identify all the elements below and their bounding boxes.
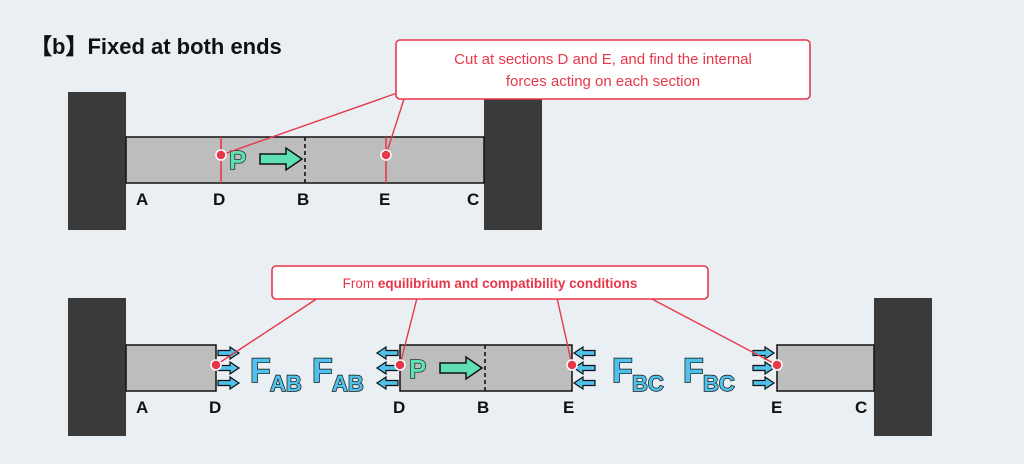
svg-text:F: F bbox=[312, 352, 333, 390]
label-d-bottom-left: D bbox=[209, 398, 221, 417]
section-e-right-marker bbox=[771, 359, 783, 371]
right-wall-bottom bbox=[874, 298, 932, 436]
top-diagram: P A D B E C Cut at sections D and E, and… bbox=[68, 39, 811, 230]
bottom-diagram: P F AB F bbox=[68, 265, 932, 436]
segment-ec bbox=[776, 344, 875, 392]
label-c-top: C bbox=[467, 190, 479, 209]
label-a-bottom: A bbox=[136, 398, 148, 417]
leader-bottom-d-left bbox=[215, 297, 319, 366]
force-arrows-e-mid bbox=[573, 346, 596, 390]
callout-bottom-bold: equilibrium and compatibility conditions bbox=[378, 276, 638, 291]
label-a-top: A bbox=[136, 190, 148, 209]
right-wall-top bbox=[484, 92, 542, 230]
svg-text:AB: AB bbox=[332, 371, 364, 396]
svg-text:F: F bbox=[683, 352, 704, 390]
svg-text:BC: BC bbox=[703, 371, 735, 396]
callout-top-line2: forces acting on each section bbox=[506, 73, 700, 90]
section-e-mid-marker bbox=[566, 359, 578, 371]
force-arrows-d-mid bbox=[376, 346, 399, 390]
load-label-top: P bbox=[229, 145, 246, 175]
callout-bottom-text: From equilibrium and compatibility condi… bbox=[343, 276, 638, 291]
callout-top-line1: Cut at sections D and E, and find the in… bbox=[454, 51, 752, 68]
diagram-title: 【b】Fixed at both ends bbox=[30, 34, 282, 59]
label-e-bottom-mid: E bbox=[563, 398, 574, 417]
callout-bottom-box bbox=[271, 265, 709, 300]
section-d-left-marker bbox=[210, 359, 222, 371]
leader-bottom-e-right bbox=[649, 297, 778, 366]
segment-ad bbox=[125, 344, 217, 392]
section-d-marker bbox=[215, 149, 227, 161]
force-label-fab-right: F AB bbox=[311, 351, 364, 396]
callout-bottom-prefix: From bbox=[343, 276, 378, 291]
label-b-top: B bbox=[297, 190, 309, 209]
section-e-marker bbox=[380, 149, 392, 161]
left-wall-bottom bbox=[68, 298, 126, 436]
callout-top-box bbox=[395, 39, 811, 100]
leader-line-e bbox=[385, 98, 405, 156]
segment-de bbox=[399, 344, 573, 392]
label-b-bottom: B bbox=[477, 398, 489, 417]
leader-bottom-d-mid bbox=[399, 297, 418, 366]
force-arrows-d-left bbox=[217, 346, 240, 390]
label-c-bottom: C bbox=[855, 398, 867, 417]
label-e-bottom-right: E bbox=[771, 398, 782, 417]
label-e-top: E bbox=[379, 190, 390, 209]
left-wall-top bbox=[68, 92, 126, 230]
load-label-bottom: P bbox=[409, 354, 426, 384]
svg-text:AB: AB bbox=[270, 371, 302, 396]
section-d-mid-marker bbox=[394, 359, 406, 371]
force-label-fab-left: F AB bbox=[249, 351, 302, 396]
leader-line-d bbox=[220, 91, 401, 156]
label-d-bottom-mid: D bbox=[393, 398, 405, 417]
leader-bottom-e-mid bbox=[556, 297, 573, 366]
label-d-top: D bbox=[213, 190, 225, 209]
svg-text:BC: BC bbox=[632, 371, 664, 396]
force-label-fbc-left: F BC bbox=[611, 351, 664, 396]
force-label-fbc-right: F BC bbox=[682, 351, 735, 396]
svg-text:F: F bbox=[612, 352, 633, 390]
svg-text:F: F bbox=[250, 352, 271, 390]
